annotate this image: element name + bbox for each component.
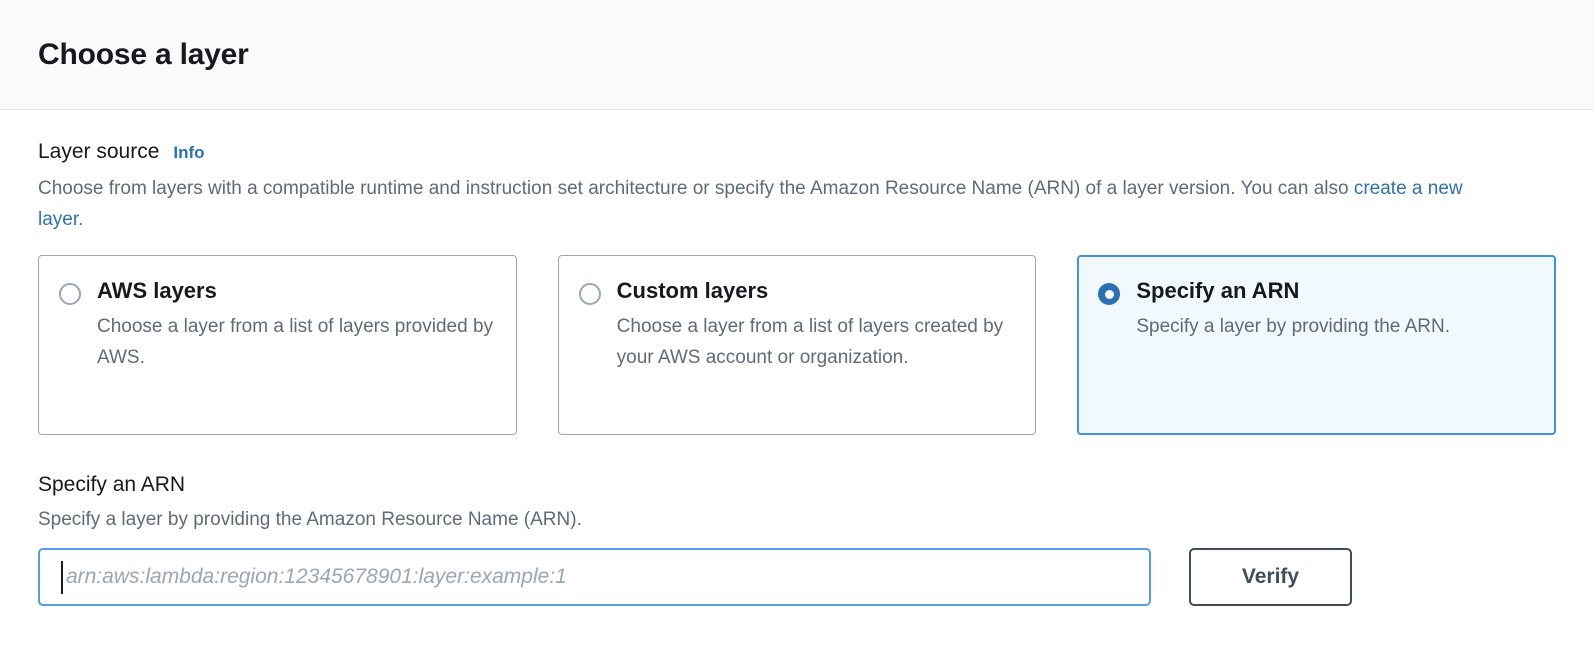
radio-tile-title: Specify an ARN bbox=[1136, 278, 1300, 303]
verify-button[interactable]: Verify bbox=[1189, 548, 1352, 606]
radio-icon-specify-an-arn[interactable] bbox=[1098, 283, 1121, 305]
dialog-body: Layer source Info Choose from layers wit… bbox=[0, 110, 1594, 606]
radio-tile-text-specify-an-arn: Specify an ARN Specify a layer by provid… bbox=[1136, 277, 1450, 342]
radio-tile-description: Specify a layer by providing the ARN. bbox=[1136, 316, 1451, 337]
radio-tile-text-aws-layers: AWS layers Choose a layer from a list of… bbox=[97, 277, 496, 373]
arn-input[interactable] bbox=[38, 548, 1151, 606]
text-cursor bbox=[61, 561, 63, 594]
radio-tile-title: AWS layers bbox=[97, 278, 217, 303]
specify-arn-section: Specify an ARN Specify a layer by provid… bbox=[38, 473, 1556, 606]
radio-tile-description: Choose a layer from a list of layers pro… bbox=[97, 316, 494, 368]
layer-source-label: Layer source bbox=[38, 140, 160, 163]
layer-source-description-text-1: Choose from layers with a compatible run… bbox=[38, 178, 1354, 199]
radio-icon-custom-layers[interactable] bbox=[578, 283, 601, 305]
specify-arn-heading: Specify an ARN bbox=[38, 473, 186, 496]
arn-input-wrapper bbox=[38, 548, 1151, 606]
radio-tile-description: Choose a layer from a list of layers cre… bbox=[616, 316, 1004, 368]
arn-input-row: Verify bbox=[38, 548, 1556, 606]
radio-tile-specify-an-arn[interactable]: Specify an ARN Specify a layer by provid… bbox=[1077, 255, 1557, 435]
layer-source-description: Choose from layers with a compatible run… bbox=[38, 173, 1498, 235]
radio-icon-aws-layers[interactable] bbox=[59, 283, 81, 305]
radio-tile-custom-layers[interactable]: Custom layers Choose a layer from a list… bbox=[557, 255, 1037, 435]
radio-tile-title: Custom layers bbox=[616, 278, 769, 303]
layer-source-radio-group: AWS layers Choose a layer from a list of… bbox=[38, 255, 1557, 435]
radio-tile-text-custom-layers: Custom layers Choose a layer from a list… bbox=[617, 277, 1016, 373]
create-a-new-layer-link[interactable]: create a new layer bbox=[38, 178, 1463, 230]
layer-source-label-row: Layer source Info bbox=[38, 140, 1556, 164]
specify-arn-subtext: Specify a layer by providing the Amazon … bbox=[38, 509, 582, 530]
radio-tile-aws-layers[interactable]: AWS layers Choose a layer from a list of… bbox=[38, 255, 517, 435]
info-link[interactable]: Info bbox=[173, 143, 205, 162]
page-title: Choose a layer bbox=[38, 37, 249, 71]
dialog-header: Choose a layer bbox=[0, 0, 1594, 110]
layer-source-description-text-2: . bbox=[78, 209, 84, 230]
